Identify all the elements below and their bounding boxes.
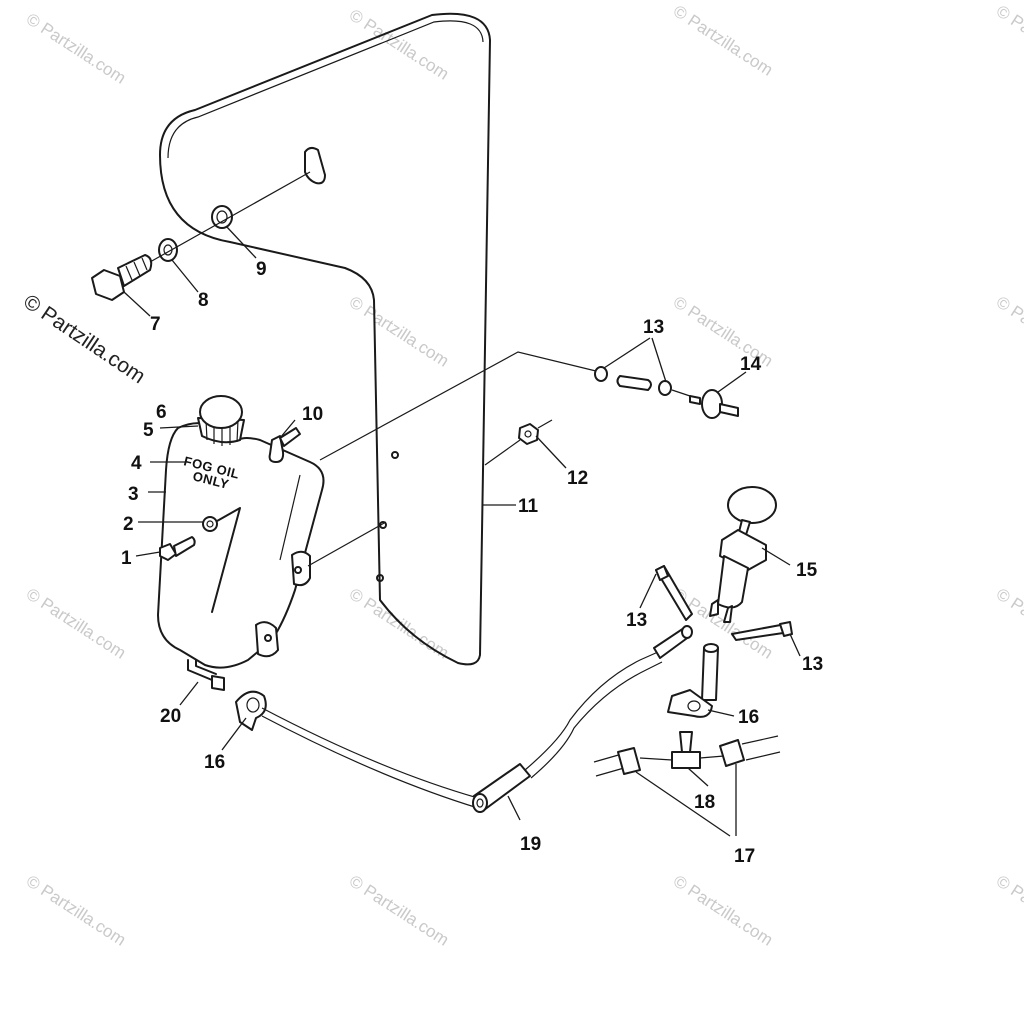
grommet [211, 205, 233, 229]
callout-11: 11 [518, 496, 539, 517]
check-valve [689, 389, 739, 419]
callout-4: 4 [131, 453, 142, 474]
watermark: © Partzilla.com [346, 871, 452, 949]
callout-13: 13 [626, 610, 647, 631]
watermark-side: © Partzilla.com [19, 290, 149, 388]
hose-clip-tab [655, 565, 669, 581]
watermark: © Partzilla.com [993, 292, 1024, 370]
callout-1: 1 [121, 548, 132, 569]
callout-8: 8 [198, 290, 209, 311]
watermark: © Partzilla.com [670, 871, 776, 949]
watermark: © Partzilla.com [23, 584, 129, 662]
callout-17: 17 [734, 846, 755, 867]
hose-connector-set [594, 366, 691, 397]
pump-hose [701, 647, 719, 701]
assembly-line [307, 521, 387, 567]
tank-washer [202, 516, 218, 532]
assembly-line [537, 419, 553, 429]
watermark: © Partzilla.com [993, 871, 1024, 949]
drain-nipple [211, 675, 225, 691]
callout-20: 20 [160, 706, 181, 727]
watermark: © Partzilla.com [670, 1, 776, 79]
callout-13: 13 [643, 317, 664, 338]
tank-washer-hole [206, 520, 214, 528]
callout-15: 15 [796, 560, 818, 581]
drain-spigot [187, 659, 217, 681]
hose-clamp-hole [246, 697, 260, 713]
mounting-plate [159, 12, 491, 666]
callout-14: 14 [740, 354, 762, 375]
pump-hose-end [703, 643, 719, 653]
leader-lines [123, 225, 801, 837]
callout-7: 7 [150, 314, 161, 335]
hose-clamp [235, 690, 267, 731]
callout-3: 3 [128, 484, 139, 505]
watermark: © Partzilla.com [346, 5, 452, 83]
elbow-fitting [268, 427, 301, 463]
plate-nut-hole [524, 430, 532, 438]
callout-13: 13 [802, 654, 823, 675]
watermark: © Partzilla.com [23, 871, 129, 949]
bolt [91, 254, 153, 301]
tee-fitting-assembly [593, 731, 781, 777]
hose-clamp-hole [687, 700, 701, 712]
watermark: © Partzilla.com [346, 292, 452, 370]
callout-5: 5 [143, 420, 154, 441]
callout-18: 18 [694, 792, 715, 813]
watermark: © Partzilla.com [993, 1, 1024, 79]
callout-16: 16 [204, 752, 225, 773]
primer-pump [709, 486, 777, 623]
tank-bolt [159, 536, 196, 561]
tank-bracket [255, 621, 279, 658]
tank-cap [197, 395, 245, 446]
oil-tank: FOG OIL ONLY [157, 422, 325, 669]
callout-6: 6 [156, 402, 167, 423]
callout-10: 10 [302, 404, 323, 425]
hose-clamp [667, 689, 713, 718]
plate-slot [304, 146, 326, 185]
callout-16: 16 [738, 707, 759, 728]
callouts: 7 8 9 6 5 10 4 3 2 1 20 16 19 11 12 13 1… [121, 259, 823, 867]
grommet-hole [216, 210, 228, 224]
washer [158, 238, 178, 262]
watermark: © Partzilla.com [23, 9, 129, 87]
callout-2: 2 [123, 514, 134, 535]
hose-clip-tab [779, 621, 793, 637]
watermark: © Partzilla.com [993, 584, 1024, 662]
oil-line-hose [261, 625, 693, 813]
assembly-line [484, 439, 521, 466]
plate-nut [518, 423, 539, 445]
bolt-axis-line [149, 171, 311, 263]
callout-12: 12 [567, 468, 588, 489]
callout-9: 9 [256, 259, 267, 280]
callout-19: 19 [520, 834, 541, 855]
assembly-line [319, 351, 601, 461]
